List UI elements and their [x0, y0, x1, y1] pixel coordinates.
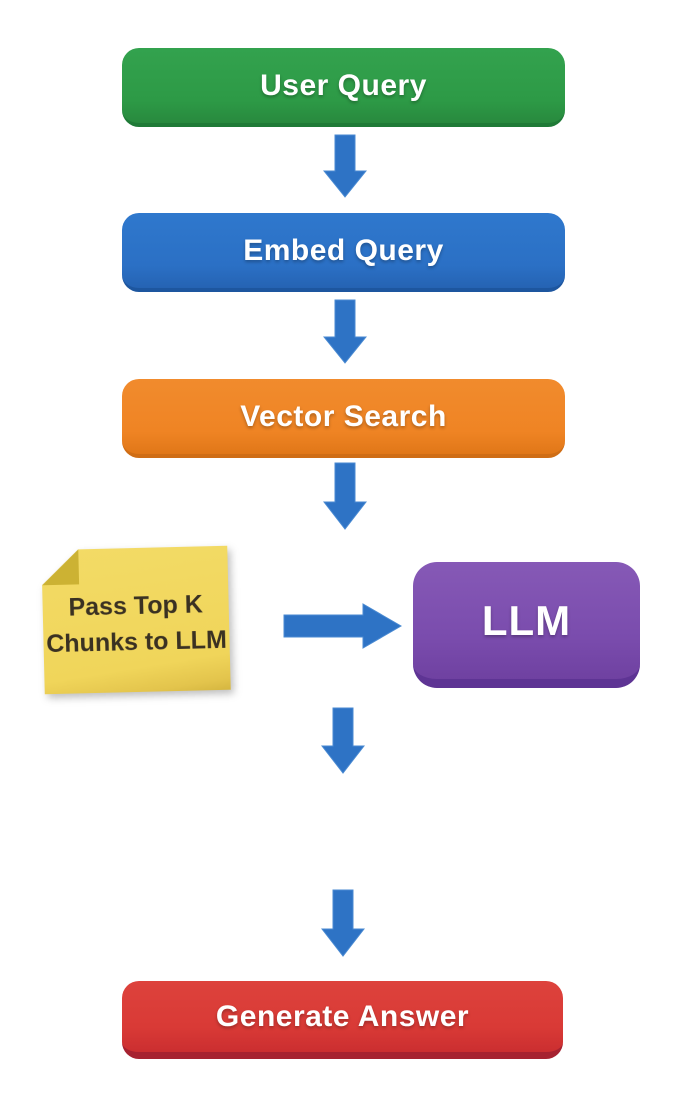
- node-llm-label: LLM: [481, 596, 572, 644]
- node-user-query: User Query: [122, 48, 565, 127]
- sticky-note-line1: Pass Top K: [68, 590, 204, 622]
- node-user-query-label: User Query: [260, 68, 427, 102]
- node-embed-query-label: Embed Query: [243, 233, 444, 267]
- down-arrow-icon: [323, 299, 367, 364]
- down-arrow-icon: [323, 134, 367, 198]
- folded-corner-icon: [41, 549, 79, 585]
- down-arrow-icon: [321, 707, 365, 774]
- node-generate-answer: Generate Answer: [122, 981, 563, 1059]
- node-vector-search: Vector Search: [122, 379, 565, 458]
- right-arrow-icon: [283, 603, 402, 649]
- node-embed-query: Embed Query: [122, 213, 565, 292]
- node-vector-search-label: Vector Search: [240, 399, 447, 433]
- down-arrow-icon: [321, 889, 365, 957]
- node-llm: LLM: [413, 562, 640, 688]
- down-arrow-icon: [323, 462, 367, 530]
- sticky-note-line2: Chunks to LLM: [45, 625, 228, 659]
- node-generate-answer-label: Generate Answer: [215, 999, 470, 1033]
- sticky-note-pass-top-k: Pass Top K Chunks to LLM: [41, 546, 230, 695]
